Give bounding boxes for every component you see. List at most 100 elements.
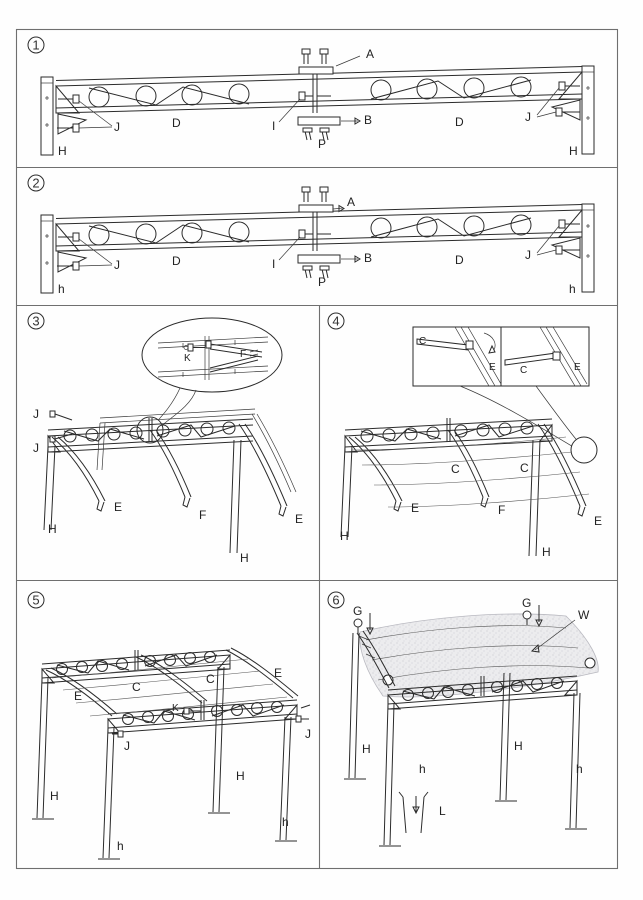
- label-h-left-p5: H: [50, 789, 59, 803]
- purlins-c-p5: [51, 658, 288, 717]
- label-j-right-p5: J: [305, 727, 311, 741]
- posts-p6: [344, 632, 587, 847]
- panel-4-number-label: 4: [332, 314, 339, 329]
- canopy-w-p6: [359, 613, 599, 698]
- panel-3-number: 3: [27, 312, 45, 330]
- label-f-detail-p3: F: [240, 349, 246, 360]
- label-e-right-p4: E: [594, 514, 602, 528]
- frame-assembly-p4: H H C C E: [340, 418, 602, 559]
- panel-3-number-label: 3: [32, 314, 39, 329]
- label-h-right-p1: H: [569, 144, 578, 158]
- label-b-p2: B: [364, 251, 372, 265]
- label-c-left-p5: C: [132, 680, 141, 694]
- ground-stake-l-p6: L: [398, 791, 446, 834]
- label-w-p6: W: [578, 608, 590, 622]
- rafters-p3: [51, 413, 297, 517]
- label-e-detail-left-p4: E: [489, 362, 496, 373]
- label-h-left-p4: H: [340, 529, 349, 543]
- label-h-right-p6: h: [576, 762, 583, 776]
- panel-2-number-label: 2: [32, 176, 39, 191]
- panel-6: 6 W G G: [327, 591, 599, 847]
- bolts-j-p5: [112, 704, 311, 738]
- bolt-i-p1: I: [272, 91, 331, 133]
- label-j-upper-p3: J: [33, 407, 39, 421]
- panel-5: 5: [27, 591, 311, 860]
- center-plate-a-p2: A: [298, 186, 355, 213]
- label-c-right-p5: C: [206, 672, 215, 686]
- label-c-right-p4: C: [520, 461, 529, 475]
- label-g-right-p6: G: [522, 596, 531, 610]
- post-h-right-p1: [581, 65, 595, 155]
- label-i-p2: I: [272, 257, 275, 271]
- posts-p5: [32, 666, 297, 860]
- label-b-p1: B: [364, 113, 372, 127]
- rafter-e-p6: [356, 630, 396, 689]
- gusset-j-left-p1: J: [55, 84, 120, 135]
- panel-4: 4 C E C: [327, 312, 602, 559]
- label-p-p2: P: [318, 275, 326, 289]
- rafters-p5: [45, 647, 299, 717]
- joint-k-p5: [183, 707, 201, 715]
- label-g-left-p6: G: [353, 604, 362, 618]
- panel-grid: [15, 28, 619, 870]
- label-l-p6: L: [439, 804, 446, 818]
- label-h-right-p4: H: [542, 545, 551, 559]
- label-j-left-p1: J: [114, 120, 120, 134]
- label-h-right-p5: h: [282, 815, 289, 829]
- label-f-p4: F: [498, 503, 505, 517]
- label-h-left-p1: H: [58, 144, 67, 158]
- label-j-right-p1: J: [525, 110, 531, 124]
- gusset-j-right-p2: J: [525, 208, 583, 262]
- panel-1-number: 1: [27, 36, 45, 54]
- label-e-right-p5: E: [274, 666, 282, 680]
- frame-assembly-p5: E C C E K J J: [32, 647, 311, 860]
- center-plate-a-p1: A: [298, 47, 374, 75]
- gusset-j-left-p2: J: [55, 222, 120, 273]
- post-h-left-p1: [40, 76, 54, 156]
- label-h-left-p3: H: [48, 522, 57, 536]
- label-e-left-p4: E: [411, 501, 419, 515]
- bolt-i-p2: I: [272, 229, 331, 271]
- panel-1-number-label: 1: [32, 38, 39, 53]
- label-j-left-p2: J: [114, 258, 120, 272]
- label-c-detail-left-p4: C: [419, 336, 426, 347]
- label-h-mid-p6: H: [514, 739, 523, 753]
- label-d-left-p2: D: [172, 254, 181, 268]
- panel-5-number: 5: [27, 591, 45, 609]
- post-h-right-p2: [581, 203, 595, 293]
- label-a-p2: A: [347, 195, 355, 209]
- posts-p3: [43, 422, 242, 554]
- splice-plate-b-p2: B P: [297, 251, 372, 289]
- gusset-j-right-p1: J: [525, 70, 583, 124]
- panel-6-number: 6: [327, 591, 345, 609]
- label-p-p1: P: [318, 137, 326, 151]
- post-h-left-p2: [40, 214, 54, 294]
- panel-2-number: 2: [27, 174, 45, 192]
- label-e-detail-right-p4: E: [574, 362, 581, 373]
- label-e-left-p3: E: [114, 500, 122, 514]
- frame-assembly-p3: J J H H: [33, 407, 303, 565]
- truss-beam-d-p1: [55, 66, 583, 114]
- detail-callout-rect-p4: C E C E: [412, 326, 598, 464]
- label-f-p3: F: [199, 508, 206, 522]
- label-e-left-p5: E: [74, 689, 82, 703]
- label-h-left-p2: h: [58, 282, 65, 296]
- label-h-front-p5: h: [117, 839, 124, 853]
- detail-callout-oval-p3: K F: [136, 317, 283, 444]
- panel-5-number-label: 5: [32, 593, 39, 608]
- label-c-detail-right-p4: C: [520, 365, 527, 376]
- panel-3: 3 K: [27, 312, 303, 565]
- panel-4-number: 4: [327, 312, 345, 330]
- label-h-front-p6: h: [419, 762, 426, 776]
- label-h-mid-p5: H: [236, 769, 245, 783]
- label-a-p1: A: [366, 47, 374, 61]
- label-d-right-p2: D: [455, 253, 464, 267]
- label-k-p5: K: [172, 703, 179, 714]
- truss-front-p5: [107, 699, 298, 734]
- label-c-left-p4: C: [451, 462, 460, 476]
- panel-2: 2: [27, 174, 595, 296]
- tie-g-left-p6: G: [353, 604, 374, 636]
- tie-g-right-p6: G: [522, 596, 543, 628]
- label-h-right-p2: h: [569, 282, 576, 296]
